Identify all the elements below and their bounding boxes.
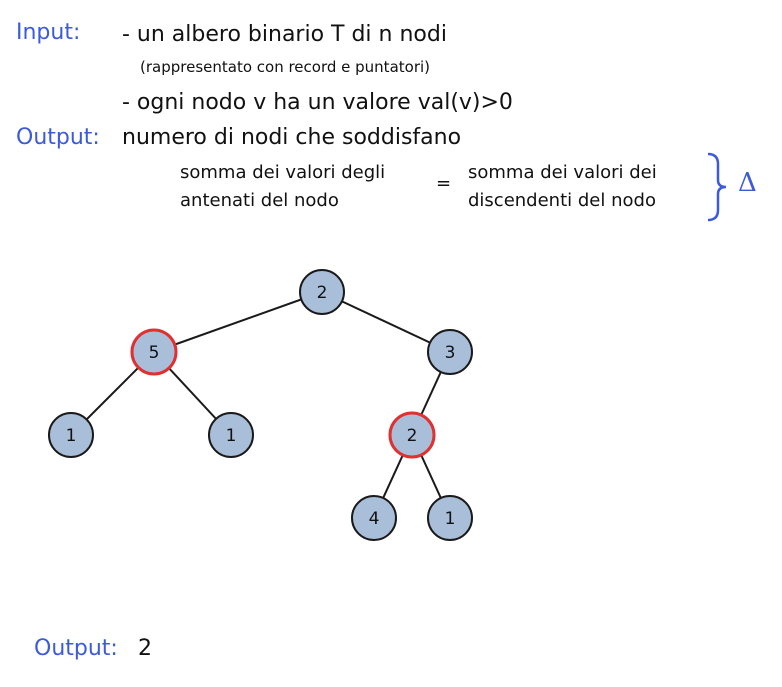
tree-node-label-l: 5 <box>149 343 160 363</box>
tree-node-rll <box>351 495 397 541</box>
tree-node-ll <box>48 412 94 458</box>
equals-sign: = <box>436 173 452 194</box>
output-label: Output: <box>16 125 100 150</box>
tree-node-label-lr: 1 <box>226 426 237 446</box>
tree-node-label-rl: 2 <box>407 426 418 446</box>
input-line-2: (rappresentato con record e puntatori) <box>140 58 431 76</box>
brace-icon <box>707 152 727 222</box>
input-label: Input: <box>16 20 81 45</box>
tree-node-label-r: 3 <box>445 343 456 363</box>
delta-symbol: Δ <box>738 168 757 198</box>
condition-left-line-2: antenati del nodo <box>180 190 339 211</box>
tree-node-lr <box>208 412 254 458</box>
tree-node-r <box>427 329 473 375</box>
result-value: 2 <box>138 636 152 661</box>
tree-node-root <box>299 269 345 315</box>
tree-node-rlr <box>427 495 473 541</box>
tree-node-rl <box>388 411 436 459</box>
input-line-1: - un albero binario T di n nodi <box>122 22 447 47</box>
output-text: numero di nodi che soddisfano <box>122 125 462 150</box>
tree-node-label-rll: 4 <box>369 509 380 529</box>
tree-edge-root-r <box>321 291 451 353</box>
tree-node-l <box>130 328 178 376</box>
result-label: Output: <box>34 636 118 661</box>
tree-node-label-ll: 1 <box>66 426 77 446</box>
input-line-3: - ogni nodo v ha un valore val(v)>0 <box>122 90 513 115</box>
tree-node-label-rlr: 1 <box>445 509 456 529</box>
condition-right-line-1: somma dei valori dei <box>468 162 657 183</box>
tree-node-label-root: 2 <box>317 283 328 303</box>
condition-right-line-2: discendenti del nodo <box>468 190 656 211</box>
tree-edge-root-l <box>153 291 323 353</box>
condition-left-line-1: somma dei valori degli <box>180 162 386 183</box>
